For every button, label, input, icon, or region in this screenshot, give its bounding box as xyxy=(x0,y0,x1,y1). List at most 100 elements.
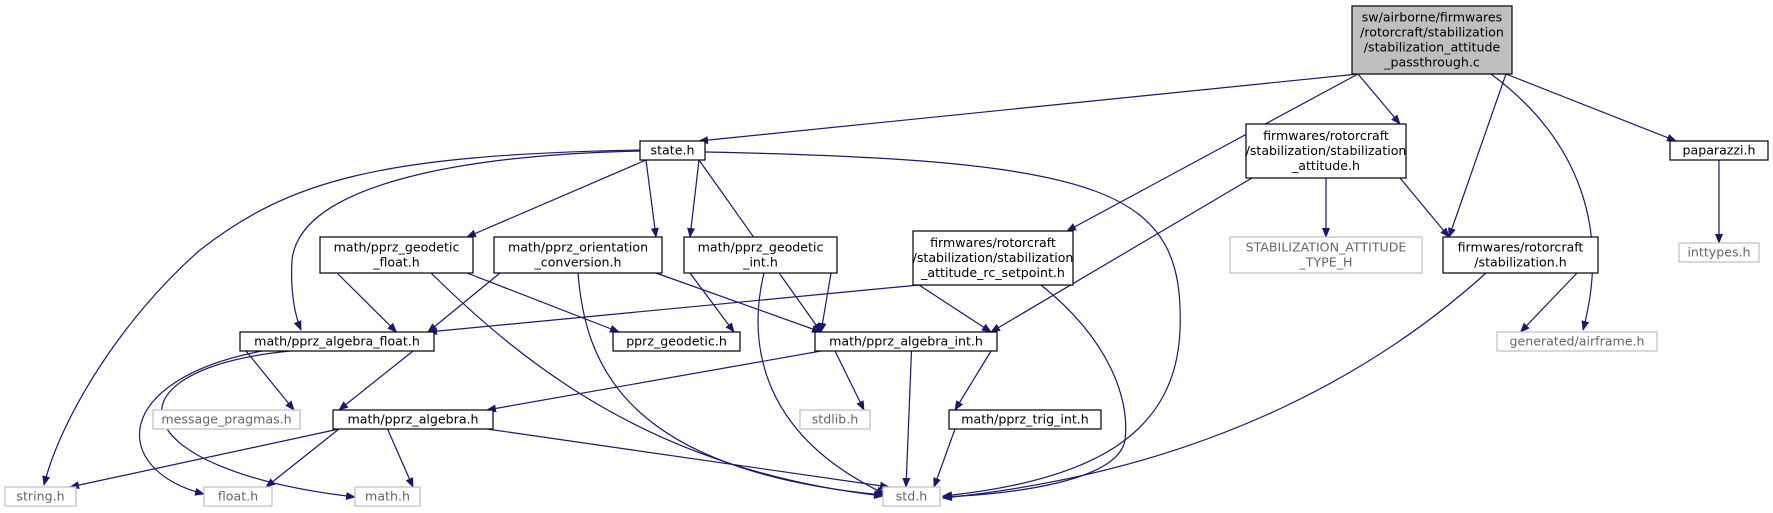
node-pprz-geodetic-h[interactable]: pprz_geodetic.h xyxy=(612,331,741,352)
edge-fw_stab_rc_h-to-algebra_float_h xyxy=(427,284,920,336)
edge-arrow xyxy=(1448,73,1507,238)
node-label-line: math/pprz_orientation xyxy=(508,240,648,255)
edge-root-to-fw_stab_h xyxy=(1448,73,1507,238)
node-box xyxy=(4,486,77,507)
node-root: sw/airborne/firmwares/rotorcraft/stabili… xyxy=(1351,5,1513,75)
nodes-layer: sw/airborne/firmwares/rotorcraft/stabili… xyxy=(4,5,1769,507)
edge-arrow xyxy=(687,159,700,238)
edge-algebra_h-to-std_h xyxy=(486,428,890,490)
node-std-h: std.h xyxy=(882,486,941,507)
edge-orient_conv_h-to-algebra_int_h xyxy=(655,272,822,333)
node-fw-stab-att-h[interactable]: firmwares/rotorcraft/stabilization/stabi… xyxy=(1245,123,1407,179)
node-geodetic-float-h[interactable]: math/pprz_geodetic_float.h xyxy=(319,236,474,274)
node-label-line: math/pprz_algebra.h xyxy=(347,412,478,427)
node-label-line: _attitude.h xyxy=(1291,158,1360,173)
edge-geodetic_int_h-to-std_h xyxy=(757,272,886,495)
node-trig-int-h[interactable]: math/pprz_trig_int.h xyxy=(948,409,1102,430)
node-label-line: state.h xyxy=(651,143,695,158)
node-label-line: message_pragmas.h xyxy=(161,412,291,427)
node-label-line: /stabilization.h xyxy=(1474,255,1566,270)
node-fw-stab-h[interactable]: firmwares/rotorcraft/stabilization.h xyxy=(1442,236,1599,274)
edge-arrow xyxy=(990,177,1253,333)
node-label-line: math/pprz_geodetic xyxy=(334,240,460,255)
node-box xyxy=(1245,123,1407,179)
edge-arrow xyxy=(466,159,647,238)
node-algebra-h[interactable]: math/pprz_algebra.h xyxy=(332,409,494,430)
node-label-line: _TYPE_H xyxy=(1298,255,1352,270)
node-stab-type-h: STABILIZATION_ATTITUDE_TYPE_H xyxy=(1229,236,1423,274)
node-label-line: math/pprz_algebra_float.h xyxy=(254,334,420,349)
node-label-line: generated/airframe.h xyxy=(1509,334,1644,349)
edge-arrow xyxy=(942,272,1487,502)
edge-arrow xyxy=(138,350,263,496)
edge-algebra_int_h-to-std_h xyxy=(902,350,913,488)
edge-trig_int_h-to-std_h xyxy=(933,428,956,488)
edge-state_h-to-geodetic_float_h xyxy=(466,159,647,238)
edge-arrow xyxy=(1505,73,1677,142)
edge-arrow xyxy=(645,159,659,238)
edge-arrow xyxy=(902,350,913,488)
node-paparazzi-h[interactable]: paparazzi.h xyxy=(1669,140,1769,161)
node-state-h[interactable]: state.h xyxy=(639,140,706,161)
edge-state_h-to-std_h xyxy=(704,151,1181,500)
node-fw-stab-rc-h[interactable]: firmwares/rotorcraft/stabilization/stabi… xyxy=(912,230,1074,286)
edge-arrow xyxy=(486,428,890,490)
node-box xyxy=(493,236,663,274)
node-label-line: /stabilization/stabilization xyxy=(1246,143,1407,158)
node-generated-airframe-h: generated/airframe.h xyxy=(1496,331,1658,352)
edge-arrow xyxy=(466,272,620,333)
edge-arrow xyxy=(1399,177,1450,238)
edge-arrow xyxy=(265,428,340,488)
node-box xyxy=(1229,236,1423,274)
edge-arrow xyxy=(757,272,886,495)
node-box xyxy=(814,331,998,352)
node-label-line: math/pprz_trig_int.h xyxy=(961,412,1089,427)
node-label-line: _int.h xyxy=(742,255,778,270)
edge-geodetic_float_h-to-pprz_geodetic_h xyxy=(466,272,620,333)
edge-geodetic_int_h-to-pprz_geodetic_h xyxy=(689,272,735,333)
edge-arrow xyxy=(698,73,1359,145)
node-label-line: std.h xyxy=(896,489,927,504)
node-algebra-int-h[interactable]: math/pprz_algebra_int.h xyxy=(814,331,998,352)
edge-root-to-paparazzi_h xyxy=(1505,73,1677,142)
node-label-line: firmwares/rotorcraft xyxy=(1263,128,1389,143)
node-orient-conv-h[interactable]: math/pprz_orientation_conversion.h xyxy=(493,236,663,274)
edge-orient_conv_h-to-std_h xyxy=(577,272,884,499)
edge-arrow xyxy=(42,149,641,486)
edge-arrow xyxy=(818,272,832,333)
edge-arrow xyxy=(1066,73,1359,232)
node-box xyxy=(882,486,941,507)
node-label-line: stdlib.h xyxy=(812,412,858,427)
node-label-line: math/pprz_algebra_int.h xyxy=(829,334,983,349)
edge-arrow xyxy=(933,428,956,488)
edge-geodetic_int_h-to-algebra_int_h xyxy=(818,272,832,333)
node-box xyxy=(639,140,706,161)
node-label-line: _conversion.h xyxy=(533,255,621,270)
edge-arrow xyxy=(918,284,992,333)
edge-arrow xyxy=(245,350,295,411)
edge-root-to-fw_stab_att_h xyxy=(1357,73,1401,125)
node-algebra-float-h[interactable]: math/pprz_algebra_float.h xyxy=(239,331,435,352)
edge-arrow xyxy=(427,272,501,333)
node-box xyxy=(948,409,1102,430)
edge-fw_stab_att_h-to-algebra_int_h xyxy=(990,177,1253,333)
edge-arrow xyxy=(834,350,865,411)
node-label-line: pprz_geodetic.h xyxy=(626,334,727,349)
node-geodetic-int-h[interactable]: math/pprz_geodetic_int.h xyxy=(683,236,838,274)
node-label-line: math.h xyxy=(365,489,410,504)
node-inttypes-h: inttypes.h xyxy=(1678,242,1760,263)
node-label-line: _passthrough.c xyxy=(1383,55,1480,70)
edge-arrow xyxy=(69,428,340,490)
node-label-line: paparazzi.h xyxy=(1682,143,1755,158)
node-box xyxy=(332,409,494,430)
edge-geodetic_float_h-to-algebra_float_h xyxy=(336,272,398,333)
node-box xyxy=(612,331,741,352)
edge-algebra_h-to-float_h xyxy=(265,428,340,488)
edge-algebra_int_h-to-trig_int_h xyxy=(954,350,992,411)
edge-root-to-generated_airframe_h xyxy=(1490,73,1594,331)
node-box xyxy=(1496,331,1658,352)
edge-arrow xyxy=(430,272,884,499)
node-box xyxy=(319,236,474,274)
edge-geodetic_float_h-to-std_h xyxy=(430,272,884,499)
edge-arrow xyxy=(1357,73,1401,125)
